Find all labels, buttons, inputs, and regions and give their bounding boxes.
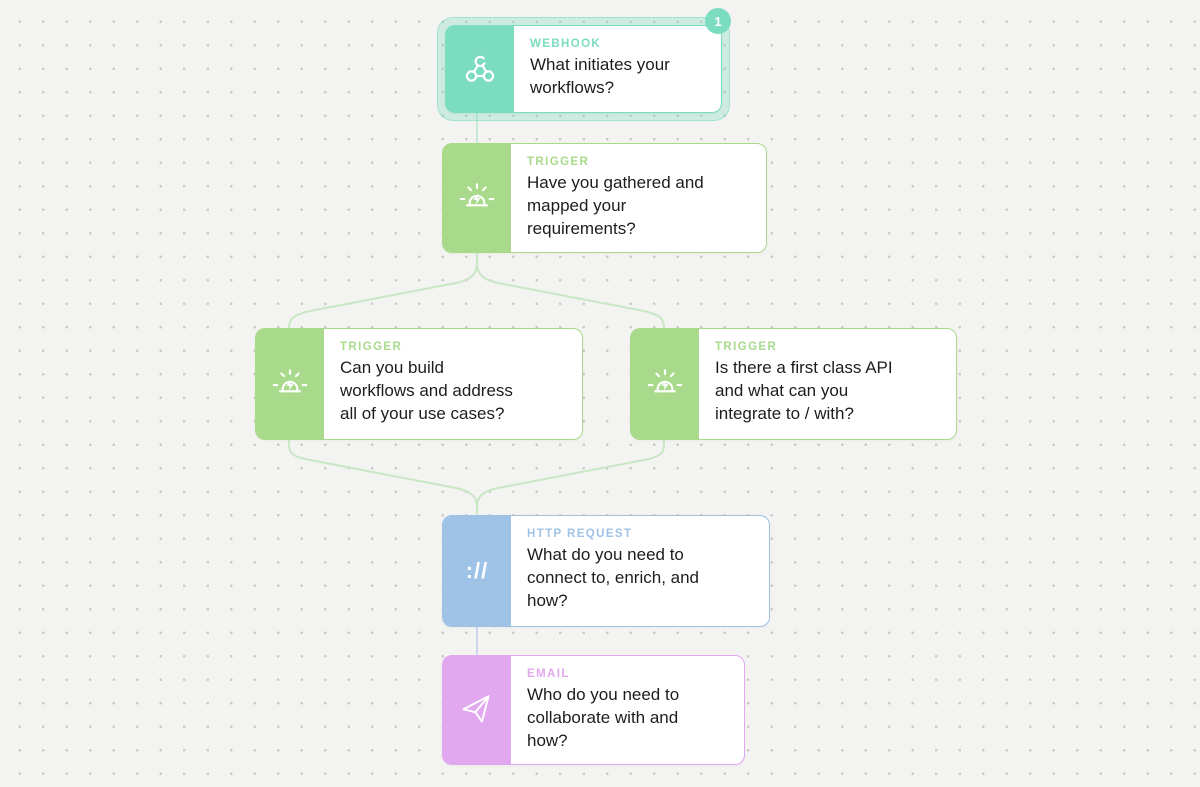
node-body: HTTP REQUEST What do you need to connect… <box>511 516 711 626</box>
node-type-label: TRIGGER <box>340 341 403 353</box>
siren-icon <box>647 369 683 393</box>
node-body: TRIGGER Have you gathered and mapped you… <box>511 144 716 252</box>
node-icon-column <box>443 144 511 252</box>
node-body: EMAIL Who do you need to collaborate wit… <box>511 656 691 764</box>
siren-icon <box>459 183 495 207</box>
node-question: What do you need to connect to, enrich, … <box>527 545 700 610</box>
node-body: TRIGGER Is there a first class API and w… <box>699 329 905 439</box>
node-icon-column: :// <box>443 516 511 626</box>
node-type-label: EMAIL <box>527 668 570 680</box>
node-type-label: WEBHOOK <box>530 38 602 50</box>
workflow-node-trigger-right[interactable]: TRIGGER Is there a first class API and w… <box>630 328 957 440</box>
node-icon-column <box>446 26 514 112</box>
node-type-label: TRIGGER <box>527 156 590 168</box>
edge-trigger1-to-left <box>288 251 478 329</box>
paper-plane-icon <box>462 695 490 723</box>
workflow-node-trigger-left[interactable]: TRIGGER Can you build workflows and addr… <box>255 328 583 440</box>
node-icon-column <box>631 329 699 439</box>
workflow-node-email[interactable]: EMAIL Who do you need to collaborate wit… <box>442 655 745 765</box>
edge-left-to-http <box>288 438 478 517</box>
workflow-node-http-request[interactable]: :// HTTP REQUEST What do you need to con… <box>442 515 770 627</box>
http-protocol-icon: :// <box>465 558 489 583</box>
node-body: TRIGGER Can you build workflows and addr… <box>324 329 525 439</box>
node-icon-column <box>256 329 324 439</box>
webhook-icon <box>465 55 495 82</box>
node-body: WEBHOOK What initiates your workflows? <box>514 26 682 112</box>
node-question: Have you gathered and mapped your requir… <box>527 173 704 238</box>
edge-right-to-http <box>476 438 665 507</box>
node-question: Who do you need to collaborate with and … <box>527 685 680 750</box>
node-type-label: HTTP REQUEST <box>527 528 633 540</box>
node-question: Can you build workflows and address all … <box>340 358 513 423</box>
node-type-label: TRIGGER <box>715 341 778 353</box>
node-count-badge: 1 <box>705 8 731 34</box>
node-question: Is there a first class API and what can … <box>715 358 893 423</box>
node-icon-column <box>443 656 511 764</box>
edge-trigger1-to-right <box>476 251 665 329</box>
workflow-node-webhook[interactable]: WEBHOOK What initiates your workflows? <box>445 25 722 113</box>
node-question: What initiates your workflows? <box>530 55 670 97</box>
siren-icon <box>272 369 308 393</box>
workflow-node-trigger[interactable]: TRIGGER Have you gathered and mapped you… <box>442 143 767 253</box>
